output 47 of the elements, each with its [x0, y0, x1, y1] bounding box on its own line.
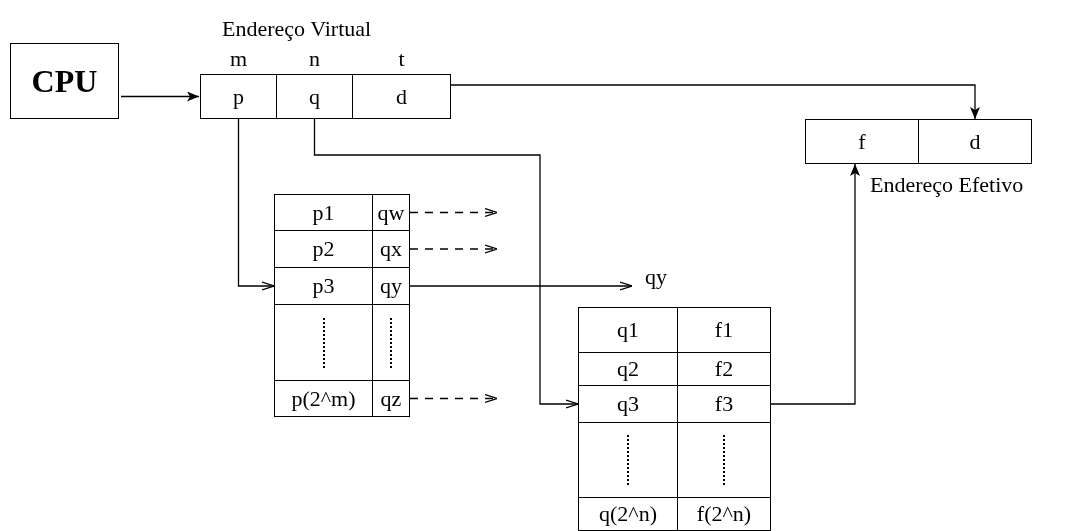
- arrow: [409, 207, 498, 218]
- table-cell: [677, 497, 771, 531]
- cell-text: d: [396, 83, 407, 110]
- arrow: [409, 281, 633, 291]
- cell-text: d: [969, 128, 981, 155]
- field-width-label: t: [397, 47, 406, 71]
- arrow: [409, 393, 498, 404]
- table-cell: [274, 380, 373, 417]
- cell-text: f(2^n): [696, 501, 752, 527]
- cell-text: q2: [617, 356, 639, 382]
- cell-text: q3: [617, 391, 639, 417]
- cpu-box: [10, 43, 119, 119]
- cpu-label: CPU: [31, 62, 98, 100]
- cell-text: qw: [377, 199, 405, 226]
- cell-text: p(2^m): [291, 385, 356, 412]
- arrow: [120, 91, 200, 102]
- cell-text: f2: [714, 356, 734, 382]
- cell-text: f3: [714, 391, 734, 417]
- table-cell: [274, 194, 373, 231]
- cell-text: f1: [714, 317, 734, 343]
- field-width-label: n: [308, 47, 321, 71]
- cell-text: q(2^n): [599, 501, 657, 527]
- arrow: [770, 163, 860, 405]
- address-caption: Endereço Efetivo: [870, 172, 1024, 198]
- cell-text: qx: [380, 236, 402, 262]
- arrow: [409, 244, 498, 254]
- address-field: [918, 119, 1032, 164]
- arrow: [450, 84, 980, 120]
- table-cell: [578, 497, 678, 531]
- cell-text: qy: [380, 273, 402, 299]
- cell-text: p: [233, 83, 244, 110]
- cell-text: p1: [312, 199, 335, 226]
- cell-text: qz: [380, 385, 402, 412]
- arrow: [313, 118, 579, 409]
- cell-text: p2: [312, 236, 335, 262]
- cell-text: p3: [312, 273, 335, 299]
- address-field: [805, 119, 919, 164]
- arrow: [237, 118, 275, 291]
- cell-text: q1: [617, 317, 639, 343]
- cell-text: f: [858, 128, 866, 155]
- field-width-label: m: [228, 47, 249, 71]
- cell-text: q: [309, 83, 320, 110]
- table-cell: [578, 307, 678, 353]
- address-caption: Endereço Virtual: [222, 16, 372, 42]
- table-cell: [677, 307, 771, 353]
- table-cell: [372, 380, 410, 417]
- table-heading: qy: [636, 262, 676, 292]
